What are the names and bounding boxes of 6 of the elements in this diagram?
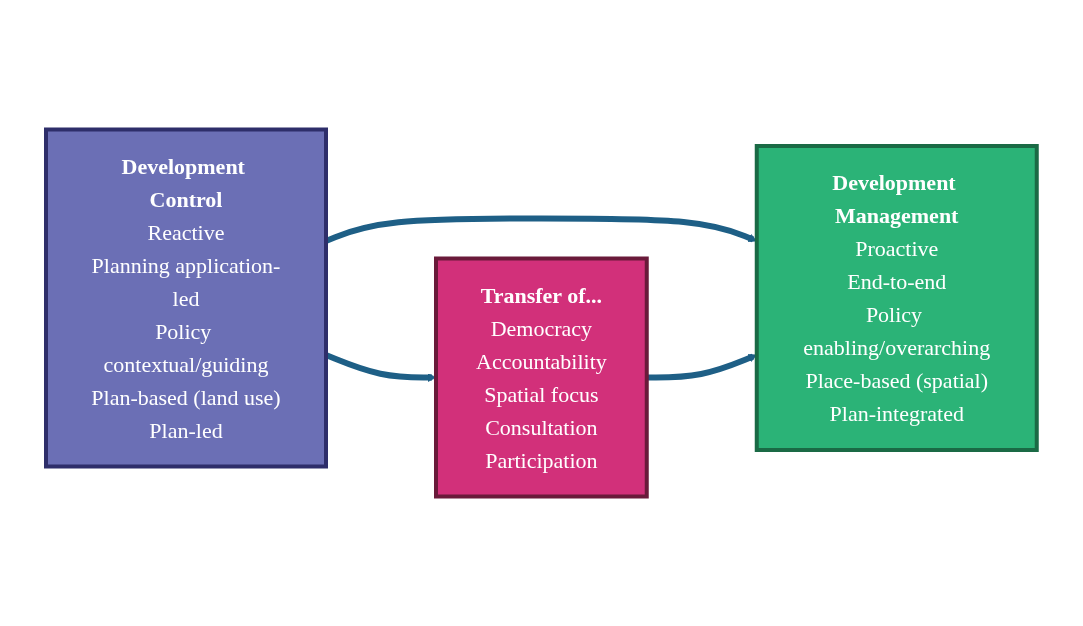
arrow xyxy=(325,215,758,244)
arrow xyxy=(646,353,758,381)
node-box: Transfer of... Democracy Accountability Spatial focus Consultation Participation xyxy=(434,256,649,499)
arrow xyxy=(325,352,437,382)
node-box: Development Control Reactive Planning application-led Policy contextual/guiding Plan-based (land use) Plan-led xyxy=(44,127,329,469)
node-box: Development Management Proactive End-to-end Policy enabling/overarching Place-based (spatial) Plan-integrated xyxy=(754,144,1039,452)
